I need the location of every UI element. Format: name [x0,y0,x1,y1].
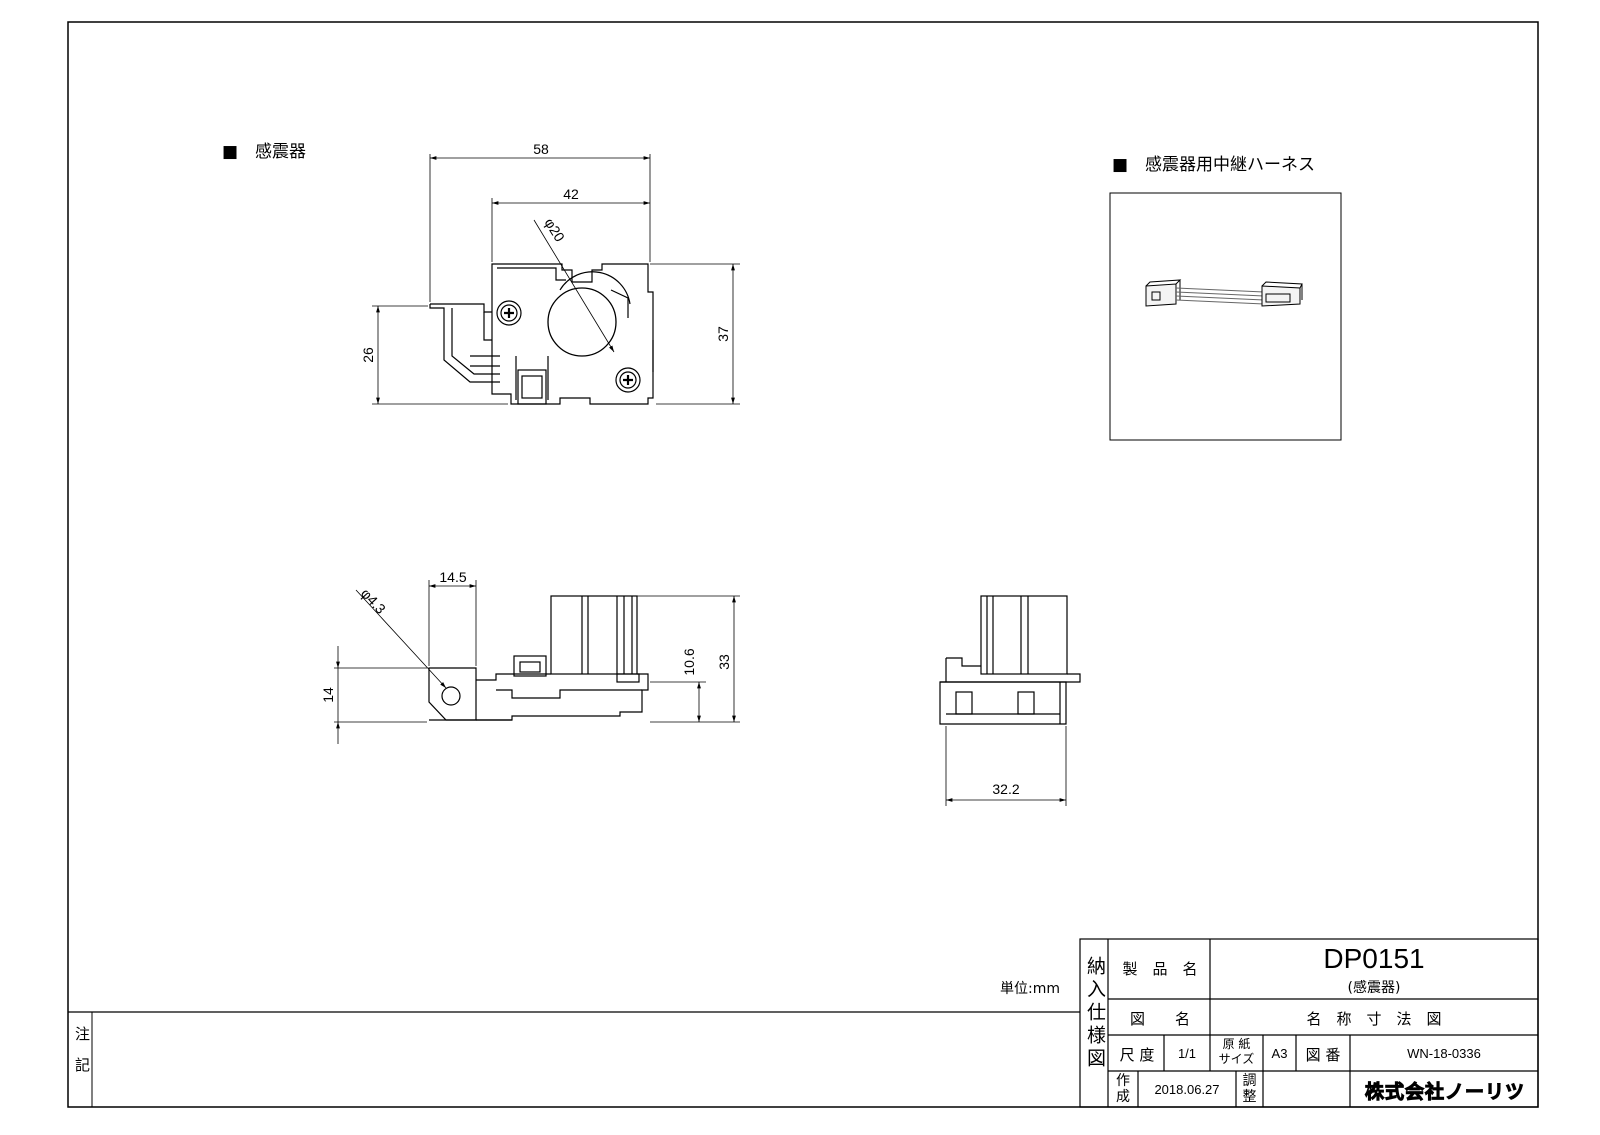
harness-section-title: ■ 感震器用中継ハーネス [1112,155,1316,175]
product-name-label: 製 品 名 [1122,960,1198,978]
mount-hole [441,686,461,706]
paper-size-label-1: 原 紙 [1222,1037,1251,1051]
sensor-top-view [429,263,654,405]
paper-size-label-2: サイズ [1218,1052,1255,1066]
sheet-border [67,21,1539,1108]
scale-value: 1/1 [1177,1046,1197,1061]
title-block [1079,938,1539,1108]
dim-10-6: 10.6 [681,648,697,675]
created-label-2: 成 [1116,1089,1130,1105]
drawing-name: 名 称 寸 法 図 [1306,1010,1442,1028]
company-logo: 株式会社ノーリツ [1364,1081,1525,1104]
product-subname: (感震器) [1347,980,1401,996]
sensor-section-title: ■ 感震器 [222,142,307,162]
created-date: 2018.06.27 [1154,1082,1220,1097]
sensor-front-view [428,595,649,721]
adjust-label: 調整 [1236,1073,1263,1105]
scale-label: 尺 度 [1119,1046,1155,1064]
dim-14: 14 [320,687,336,703]
notes-label: 注記 [73,1026,91,1088]
dim-58: 58 [533,141,549,157]
paper-size-value: A3 [1271,1046,1288,1061]
adjust-label-1: 調 [1242,1073,1257,1089]
unit-label: 単位:mm [1000,981,1060,997]
dim-42: 42 [563,186,579,202]
created-label: 作成 [1108,1073,1138,1105]
drawing-no-label: 図 番 [1305,1046,1341,1064]
drawing-name-label: 図 名 [1129,1010,1190,1028]
adjust-label-2: 整 [1242,1089,1257,1105]
created-label-1: 作 [1116,1073,1130,1089]
dim-line-20 [533,219,615,353]
harness-illustration [1145,279,1303,307]
dim-phi-20: φ20 [541,215,568,245]
dim-32-2: 32.2 [992,781,1019,797]
product-code: DP0151 [1323,943,1425,974]
dim-33: 33 [716,654,732,670]
dim-line-4-3 [355,589,447,689]
drawing-no: WN-18-0336 [1407,1046,1481,1061]
harness-image-frame [1109,192,1342,441]
sensor-side-view [939,595,1081,725]
spec-label: 納入仕様図 [1084,956,1106,1071]
dim-37: 37 [715,326,731,342]
dim-26: 26 [360,347,376,363]
paper-size-label: 原 紙サイズ [1210,1037,1263,1067]
dim-phi-4-3: φ4.3 [358,585,389,617]
dim-14-5: 14.5 [439,569,466,585]
